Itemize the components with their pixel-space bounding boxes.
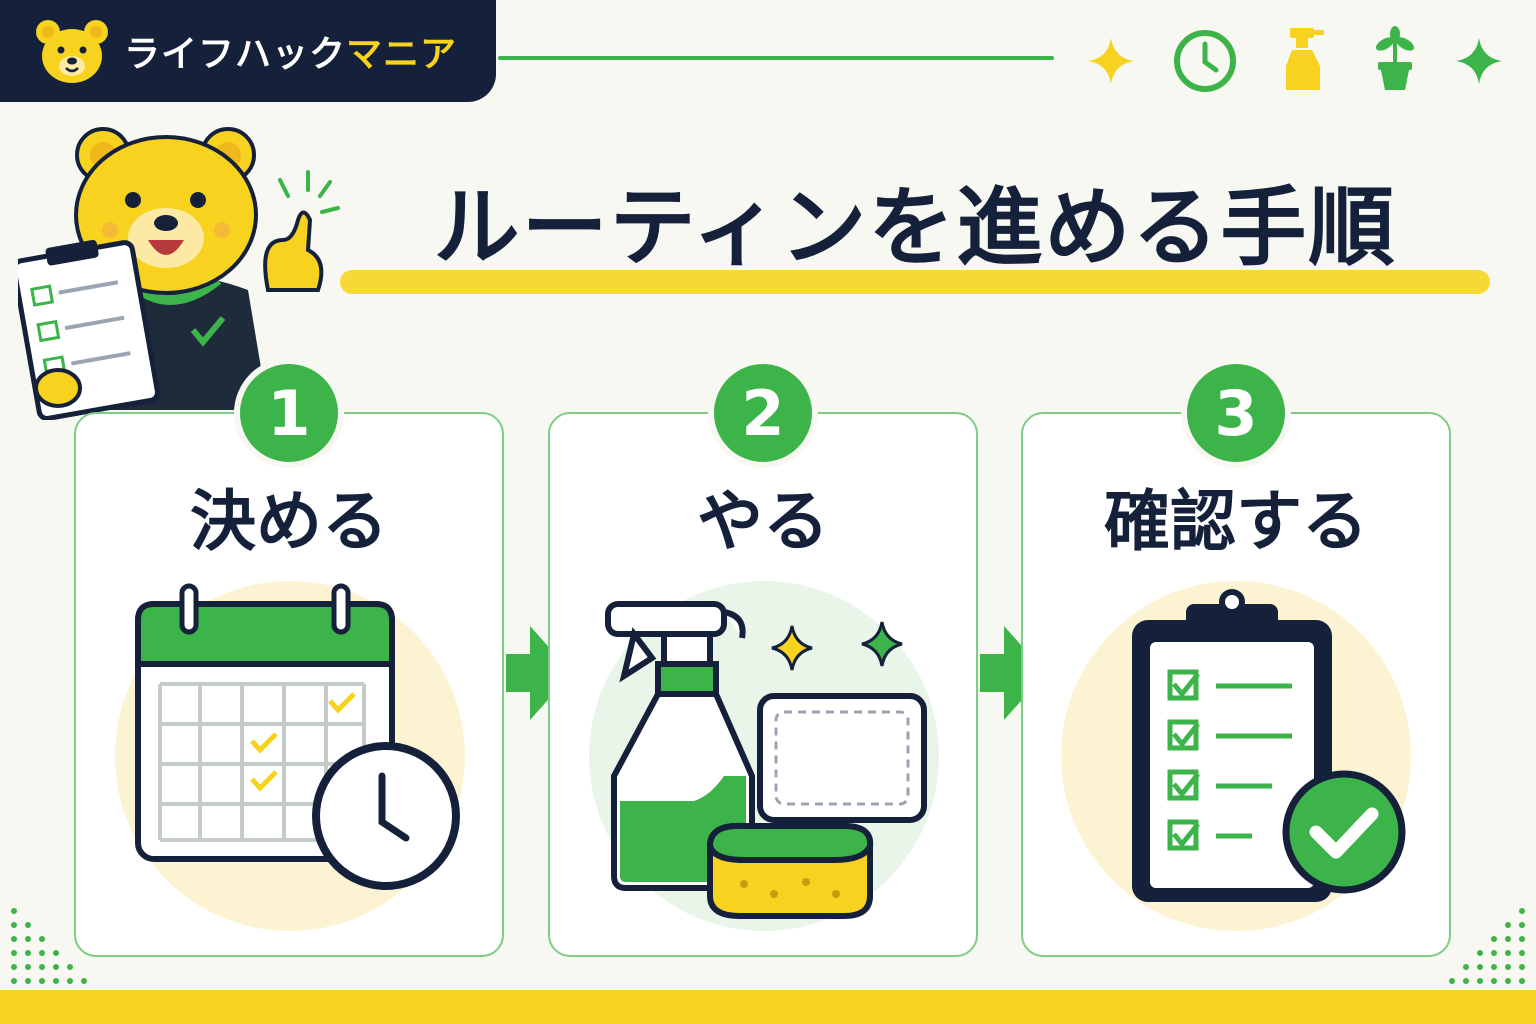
brand-name-part2: マニア bbox=[346, 34, 458, 75]
arrow-right-icon bbox=[980, 626, 1046, 720]
step-number-badge-2: 2 bbox=[708, 358, 818, 468]
sparkle-icon bbox=[1456, 38, 1502, 84]
bear-mascot-icon bbox=[18, 127, 340, 420]
calendar-clock-icon bbox=[115, 581, 465, 931]
footer-bar bbox=[0, 990, 1536, 1024]
potted-plant-icon bbox=[1375, 26, 1415, 90]
header-divider bbox=[498, 56, 1054, 60]
bear-logo-icon bbox=[36, 20, 108, 83]
step-number-badge-1: 1 bbox=[234, 358, 344, 468]
brand-name: ライフハックマニア bbox=[124, 25, 457, 77]
step-label-2: やる bbox=[697, 483, 829, 560]
page-title: ルーティンを進める手順 bbox=[433, 178, 1397, 278]
spray-bottle-icon bbox=[1286, 28, 1324, 90]
decorative-dots bbox=[11, 908, 87, 984]
cleaning-spray-icon bbox=[589, 581, 939, 931]
brand-name-part1: ライフハック bbox=[124, 34, 347, 75]
sparkle-icon bbox=[1088, 38, 1134, 84]
title-highlight bbox=[340, 270, 1490, 294]
clock-icon bbox=[1174, 30, 1236, 92]
arrow-right-icon bbox=[506, 626, 572, 720]
step-number-badge-3: 3 bbox=[1181, 358, 1291, 468]
brand-header[interactable]: ライフハックマニア bbox=[0, 0, 496, 102]
decorative-dots bbox=[1449, 908, 1525, 984]
step-label-1: 決める bbox=[190, 483, 388, 560]
checklist-clipboard-icon bbox=[1061, 581, 1411, 931]
step-label-3: 確認する bbox=[1104, 483, 1368, 560]
